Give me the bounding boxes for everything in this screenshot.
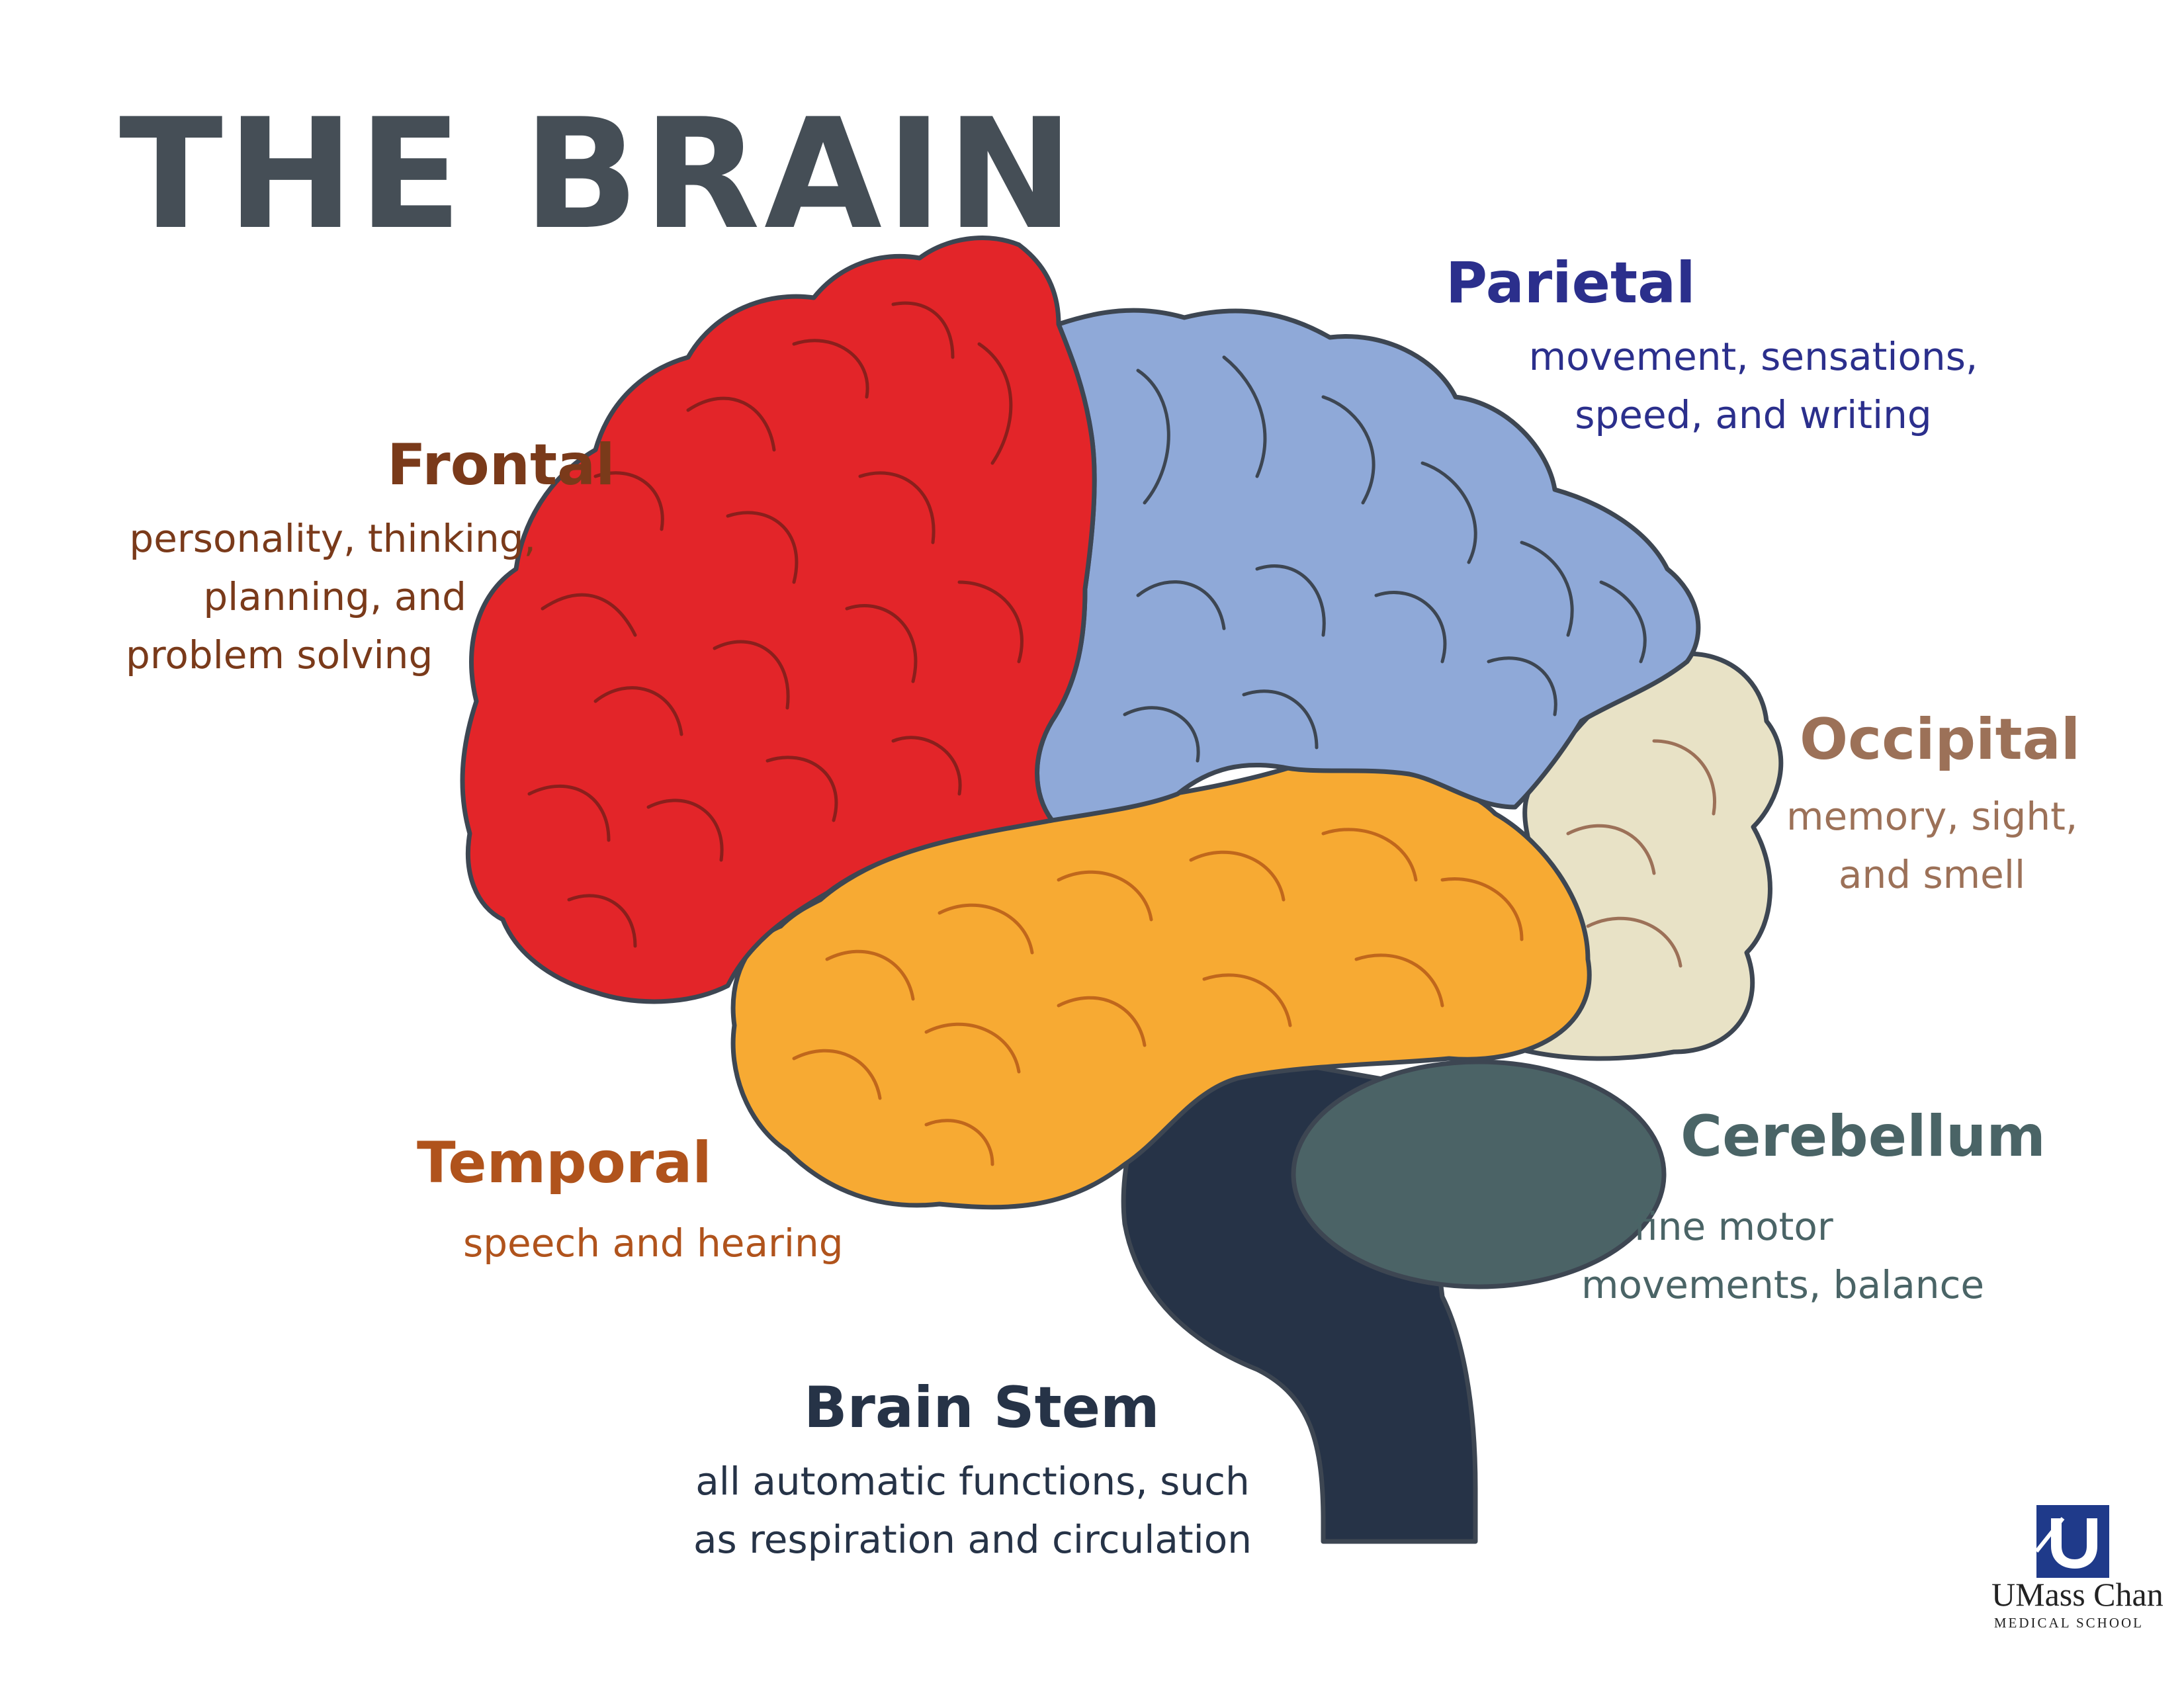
frontal-description: personality, thinking, planning, and pro… [126, 509, 536, 684]
occipital-title: Occipital [1800, 707, 2081, 773]
page-title: THE BRAIN [119, 87, 1078, 263]
logo-name: UMass Chan [1991, 1576, 2163, 1613]
umass-u-icon [2036, 1505, 2109, 1578]
cerebellum-shape [1291, 1059, 1667, 1289]
frontal-title: Frontal [387, 432, 615, 498]
occipital-description: memory, sight, and smell [1786, 787, 2077, 904]
temporal-description: speech and hearing [463, 1214, 844, 1272]
parietal-desc-line: movement, sensations, [1528, 334, 1978, 379]
temporal-desc-line: speech and hearing [463, 1221, 844, 1266]
brainstem-desc-line: as respiration and circulation [693, 1517, 1252, 1562]
temporal-title: Temporal [417, 1130, 712, 1196]
frontal-shape [460, 236, 1097, 1004]
brainstem-desc-line: all automatic functions, such [695, 1459, 1250, 1504]
frontal-desc-line: problem solving [126, 632, 433, 677]
occipital-desc-line: memory, sight, [1786, 794, 2078, 839]
cerebellum-desc-line: fine motor [1634, 1204, 1833, 1249]
brainstem-description: all automatic functions, such as respira… [688, 1452, 1257, 1569]
parietal-desc-line: speed, and writing [1575, 392, 1932, 437]
cerebellum-title: Cerebellum [1681, 1103, 2046, 1170]
parietal-title: Parietal [1446, 250, 1696, 316]
brainstem-title: Brain Stem [804, 1375, 1160, 1441]
frontal-desc-line: personality, thinking, [129, 516, 536, 561]
cerebellum-desc-line: movements, balance [1581, 1262, 1985, 1307]
temporal-shape [730, 763, 1592, 1210]
logo-subtitle: MEDICAL SCHOOL [1993, 1615, 2144, 1631]
cerebellum-description: fine motor movements, balance [1581, 1197, 1985, 1314]
parietal-description: movement, sensations, speed, and writing [1515, 327, 1991, 444]
frontal-desc-line: planning, and [203, 574, 466, 619]
brain-folds [527, 301, 1716, 1166]
umass-chan-logo: UMass Chan MEDICAL SCHOOL [1991, 1505, 2163, 1631]
occipital-desc-line: and smell [1838, 852, 2026, 897]
